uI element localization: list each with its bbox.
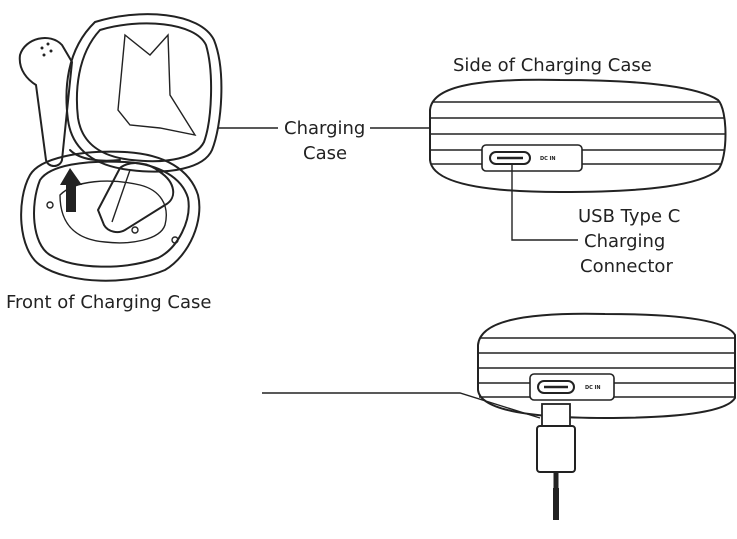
- usb-connector-label-line2: Charging: [584, 231, 665, 252]
- front-of-charging-case-label: Front of Charging Case: [6, 292, 211, 313]
- charging-port-icon: [489, 151, 531, 165]
- usb-connector-label-line3: Connector: [580, 256, 673, 277]
- usb-connector-label-line1: USB Type C: [578, 206, 680, 227]
- usb-c-plug-icon: [536, 403, 576, 520]
- dc-in-text: DC IN: [540, 156, 556, 162]
- side-of-case-illustration: DC IN: [429, 78, 727, 193]
- side-of-charging-case-label: Side of Charging Case: [453, 55, 652, 76]
- charging-case-label-line1: Charging: [284, 118, 365, 139]
- up-arrow-icon: [60, 168, 82, 212]
- dc-in-text-2: DC IN: [585, 385, 601, 391]
- connected-case-illustration: DC IN: [477, 312, 736, 419]
- charging-case-label-line2: Case: [303, 143, 347, 164]
- open-charging-case-illustration: [18, 13, 223, 282]
